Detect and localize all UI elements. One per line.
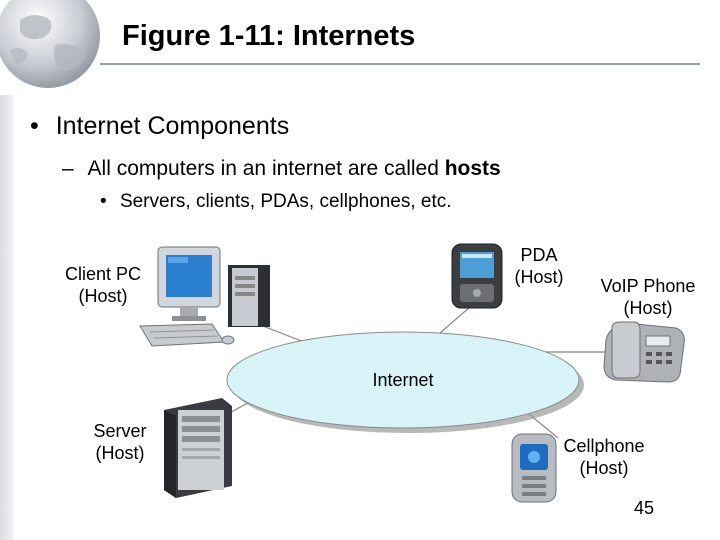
pda-label: PDA (Host)	[504, 244, 574, 288]
pda-label-line2: (Host)	[514, 267, 564, 287]
internet-label: Internet	[372, 370, 434, 390]
client-pc-label-line1: Client PC	[64, 264, 142, 284]
server-label-line1: Server	[93, 421, 147, 441]
voip-phone-icon	[603, 321, 685, 383]
client-pc-label-line2: (Host)	[78, 286, 128, 306]
side-stripe	[0, 95, 14, 540]
bullet-level3: • Servers, clients, PDAs, cellphones, et…	[100, 191, 452, 213]
globe-logo-icon	[0, 0, 100, 88]
dash-marker: –	[62, 157, 74, 180]
cellphone-icon	[511, 433, 557, 503]
cellphone-label-line2: (Host)	[579, 458, 629, 478]
bullet-level3-text: Servers, clients, PDAs, cellphones, etc.	[119, 191, 452, 212]
voip-label-line1: VoIP Phone	[600, 276, 696, 296]
server-label-line2: (Host)	[95, 443, 145, 463]
bullet-level1-text: Internet Components	[55, 112, 290, 140]
voip-label-line2: (Host)	[623, 298, 673, 318]
server-icon	[164, 398, 232, 498]
client-pc-icon	[139, 246, 270, 347]
title-divider	[100, 63, 700, 65]
bullet-marker: •	[30, 112, 39, 140]
bullet-marker: •	[100, 191, 107, 212]
cellphone-label: Cellphone (Host)	[554, 435, 654, 479]
pda-icon	[451, 243, 503, 309]
page-number: 45	[634, 498, 655, 518]
server-label: Server (Host)	[82, 420, 158, 464]
voip-label: VoIP Phone (Host)	[588, 275, 708, 319]
client-pc-label: Client PC (Host)	[55, 263, 151, 307]
slide-title: Figure 1-11: Internets	[122, 20, 416, 52]
internet-cloud	[226, 331, 580, 429]
bullet-level2: – All computers in an internet are calle…	[62, 157, 501, 181]
bullet-level1: • Internet Components	[30, 112, 289, 141]
bullet-level2-text: All computers in an internet are called	[87, 157, 445, 180]
cellphone-label-line1: Cellphone	[563, 436, 645, 456]
bullet-level2-bold: hosts	[444, 157, 501, 180]
pda-label-line1: PDA	[520, 245, 558, 265]
